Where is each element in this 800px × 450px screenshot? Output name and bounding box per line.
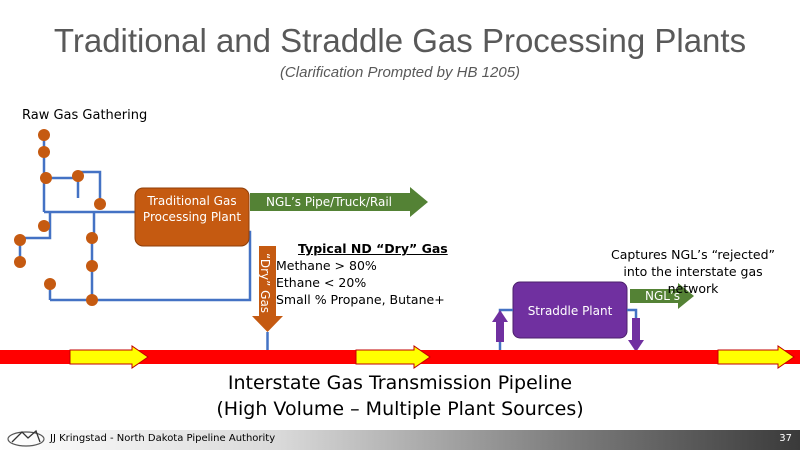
ngl-pipe-label: NGL’s Pipe/Truck/Rail	[266, 195, 392, 209]
flow-arrow	[717, 345, 795, 369]
wells	[14, 129, 106, 306]
well-dot	[14, 256, 26, 268]
pipeline-authority-logo	[7, 429, 45, 447]
straddle-inlet-arrow	[492, 310, 508, 342]
pipeline-caption-line1: Interstate Gas Transmission Pipeline	[227, 372, 573, 394]
ngl-short-arrow	[630, 283, 694, 309]
dry-gas-arrow	[252, 246, 283, 332]
well-dot	[72, 170, 84, 182]
typical-gas-notes: Typical ND “Dry” Gas Methane > 80% Ethan…	[276, 240, 448, 308]
typical-gas-line: Methane > 80%	[276, 258, 377, 273]
well-dot	[40, 172, 52, 184]
well-dot	[86, 232, 98, 244]
page-number: 37	[779, 433, 792, 444]
typical-gas-line: Small % Propane, Butane+	[276, 292, 445, 307]
traditional-plant-box	[134, 187, 250, 247]
well-dot	[38, 146, 50, 158]
gathering-left	[18, 212, 52, 262]
slide-title: Traditional and Straddle Gas Processing …	[53, 22, 747, 59]
well-dot	[44, 278, 56, 290]
footer-bar	[0, 430, 800, 450]
footer-credit: JJ Kringstad - North Dakota Pipeline Aut…	[50, 433, 276, 444]
captures-text: Captures NGL’s “rejected” into the inter…	[610, 247, 776, 296]
straddle-outlet-arrow	[628, 318, 644, 352]
flow-arrow	[69, 345, 149, 369]
ngl-pipe-arrow	[250, 187, 428, 217]
gathering-line-right	[78, 170, 102, 204]
pipeline-caption-line2: (High Volume – Multiple Plant Sources)	[216, 398, 584, 420]
well-dot	[86, 294, 98, 306]
ngl-short-label: NGL’s	[645, 289, 681, 303]
traditional-plant-label: Traditional Gas Processing Plant	[142, 194, 242, 224]
well-dot	[38, 129, 50, 141]
flow-arrow	[355, 345, 431, 369]
well-dot	[94, 198, 106, 210]
straddle-plant-label: Straddle Plant	[527, 304, 613, 318]
well-dot	[38, 220, 50, 232]
well-dot	[14, 234, 26, 246]
typical-gas-line: Ethane < 20%	[276, 275, 367, 290]
well-dot	[86, 260, 98, 272]
raw-gas-label: Raw Gas Gathering	[22, 108, 148, 123]
dry-gas-label: “Dry” Gas	[258, 253, 272, 314]
slide-subtitle: (Clarification Prompted by HB 1205)	[279, 64, 521, 81]
gathering-lower	[90, 212, 96, 300]
typical-gas-heading: Typical ND “Dry” Gas	[298, 241, 448, 256]
